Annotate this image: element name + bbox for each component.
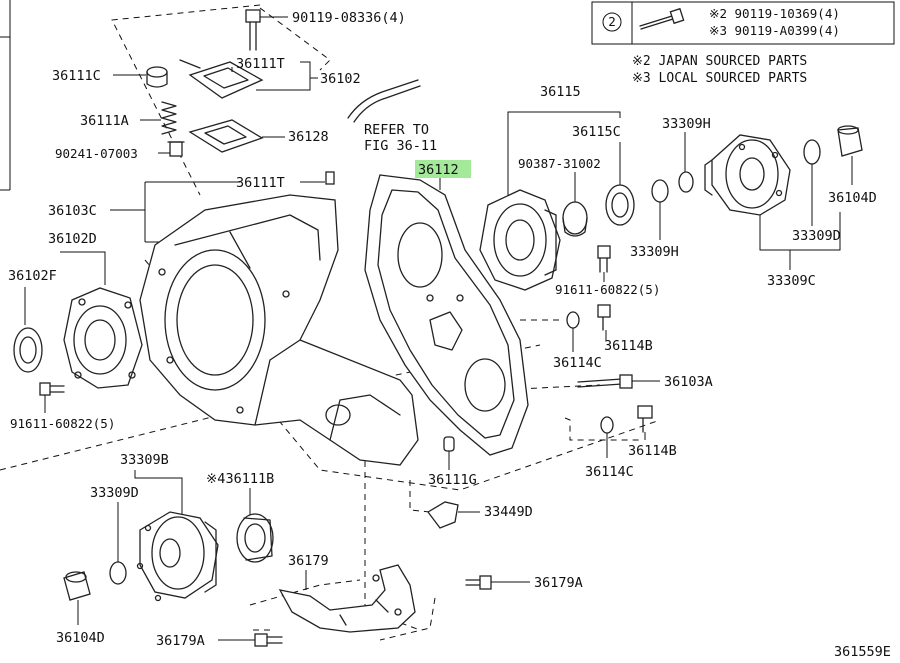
highlight-36112 <box>415 160 471 178</box>
label-91611-60822-left: 91611-60822(5) <box>10 416 115 431</box>
label-33309H-bottom: 33309H <box>630 244 679 260</box>
label-36179A-left: 36179A <box>156 633 205 649</box>
label-36103C: 36103C <box>48 203 97 219</box>
label-36115: 36115 <box>540 84 581 100</box>
legend-box: 2 ※2 90119-10369(4) ※3 90119-A0399(4) <box>591 1 895 45</box>
dashed-line <box>249 579 361 606</box>
label-36114C-bottom: 36114C <box>585 464 634 480</box>
plug-36111C <box>146 66 168 88</box>
label-90387-31002: 90387-31002 <box>518 156 601 171</box>
label-90241-07003: 90241-07003 <box>55 146 138 161</box>
label-36111B: ※436111B <box>206 471 274 487</box>
spring-36111A <box>161 101 177 135</box>
label-36114C-top: 36114C <box>553 355 602 371</box>
refer-to-label: REFER TO <box>364 122 429 138</box>
case-gasket-36112 <box>364 174 529 456</box>
legend-circle-number: 2 <box>608 14 616 29</box>
bolt-36179A-left <box>254 633 283 647</box>
pin-36111G <box>443 436 455 452</box>
note-local-sourced: ※3 LOCAL SOURCED PARTS <box>632 71 807 86</box>
companion-flange-left <box>136 511 219 602</box>
label-91611-60822-right: 91611-60822(5) <box>555 282 660 297</box>
refer-fig-label: FIG 36-11 <box>364 138 437 154</box>
rear-retainer-36102D <box>63 287 143 389</box>
bolt-36179A-right <box>465 575 492 590</box>
label-36111T-top: 36111T <box>236 56 285 72</box>
dashed-line <box>564 417 640 441</box>
gasket-36128 <box>188 119 264 153</box>
bolt-36103A <box>577 374 633 389</box>
dashed-top-line <box>111 4 261 196</box>
bolt-91611-left <box>39 382 65 396</box>
washer-33309H-bottom <box>651 179 669 203</box>
legend-circle <box>602 12 622 32</box>
washer-33309H-top <box>678 171 694 193</box>
label-36179: 36179 <box>288 553 329 569</box>
label-36102D: 36102D <box>48 231 97 247</box>
label-36102: 36102 <box>320 71 361 87</box>
dashed-line <box>409 480 431 513</box>
label-36103A: 36103A <box>664 374 713 390</box>
legend-bolt-icon <box>639 7 685 30</box>
companion-flange-right <box>704 134 791 216</box>
washer-36114C-bottom <box>600 416 614 434</box>
label-90119-08336: 90119-08336(4) <box>292 10 406 26</box>
label-33309C: 33309C <box>767 273 816 289</box>
label-36179A-right: 36179A <box>534 575 583 591</box>
label-36112: 36112 <box>418 162 459 178</box>
washer-33309D-right <box>803 139 821 165</box>
label-36111C: 36111C <box>52 68 101 84</box>
washer-33309D-left <box>109 561 127 585</box>
bolt-90119-08336 <box>245 9 261 51</box>
oil-seal-36111B <box>236 513 274 563</box>
label-36102F: 36102F <box>8 268 57 284</box>
bolt-91611-right <box>597 245 611 273</box>
label-36114B-bottom: 36114B <box>628 443 677 459</box>
label-36104D-left: 36104D <box>56 630 105 646</box>
legend-line-1: ※2 90119-10369(4) <box>709 6 840 21</box>
label-33309D-left: 33309D <box>90 485 139 501</box>
bushing-90387 <box>562 201 588 237</box>
label-36111G: 36111G <box>428 472 477 488</box>
legend-line-2: ※3 90119-A0399(4) <box>709 23 840 38</box>
breather-hose <box>347 79 421 123</box>
label-36111A: 36111A <box>80 113 129 129</box>
label-33309H-top: 33309H <box>662 116 711 132</box>
front-retainer-36115 <box>479 189 561 291</box>
bolt-36114B-top <box>597 304 611 331</box>
label-36115C: 36115C <box>572 124 621 140</box>
label-33309D-right: 33309D <box>792 228 841 244</box>
label-36128: 36128 <box>288 129 329 145</box>
label-36114B-top: 36114B <box>604 338 653 354</box>
plug-90241-07003 <box>167 141 185 157</box>
diagram-code: 361559E <box>834 644 891 660</box>
oil-seal-36115C <box>605 184 635 226</box>
label-36104D-right: 36104D <box>828 190 877 206</box>
nut-36104D-left <box>63 571 91 601</box>
bracket-36179 <box>278 564 416 633</box>
nut-36104D-right <box>837 125 863 157</box>
transfer-case-housing <box>139 194 419 466</box>
clip-33449D <box>427 501 459 529</box>
label-36111T-mid: 36111T <box>236 175 285 191</box>
bolt-36114B-bottom <box>637 405 653 433</box>
label-33309B: 33309B <box>120 452 169 468</box>
note-japan-sourced: ※2 JAPAN SOURCED PARTS <box>632 54 807 69</box>
top-cover-plate <box>179 59 264 99</box>
nipple-36111T <box>325 171 335 185</box>
washer-36114C-top <box>566 311 580 329</box>
label-33449D: 33449D <box>484 504 533 520</box>
oil-seal-36102F <box>13 327 43 373</box>
